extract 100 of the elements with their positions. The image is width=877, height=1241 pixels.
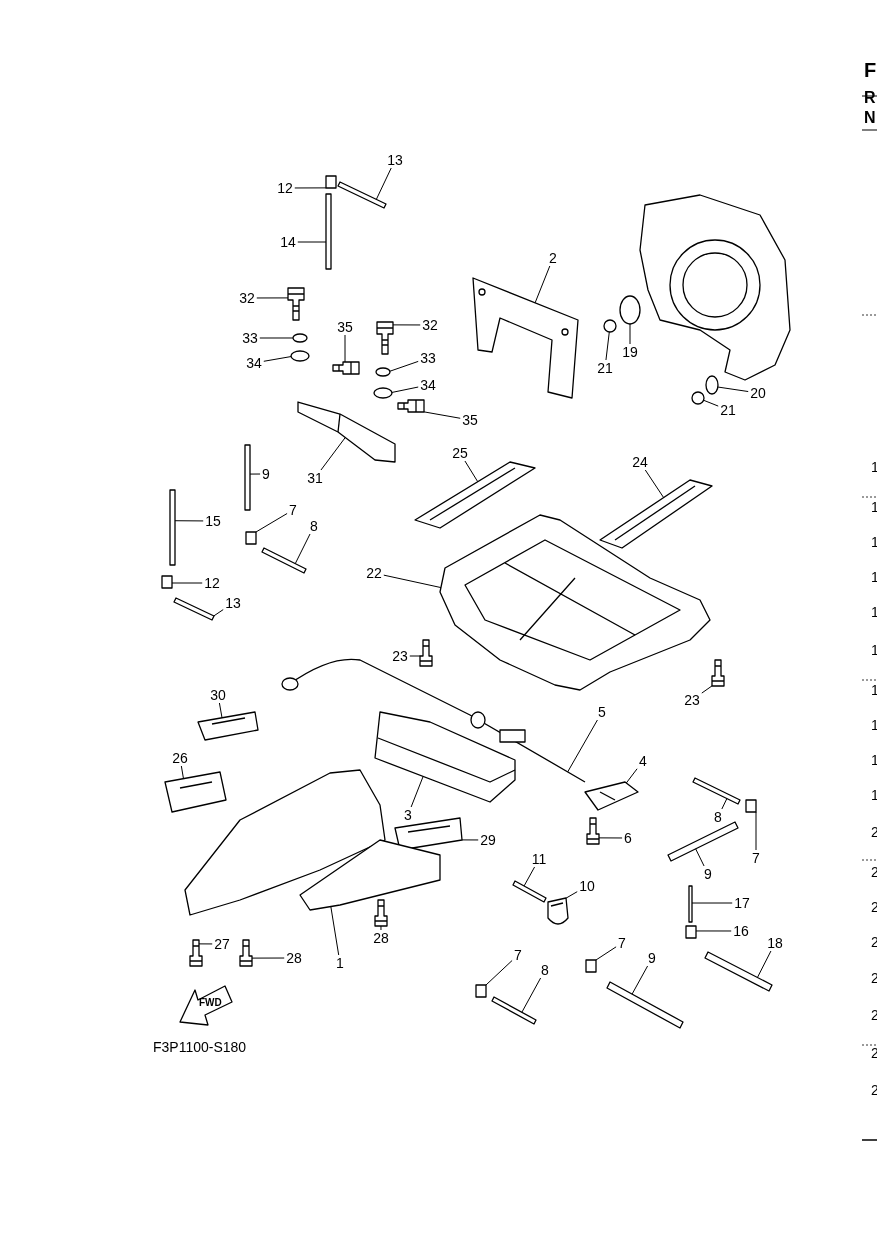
leader-line <box>171 582 203 584</box>
cable-tie <box>606 981 684 1029</box>
leader-line <box>701 685 713 694</box>
callout-number: 34 <box>420 378 436 392</box>
cable-clip <box>325 175 337 189</box>
direction-label: FWD <box>199 998 222 1008</box>
cable-tie <box>169 489 176 566</box>
callout-number: 7 <box>514 948 522 962</box>
leader-line <box>464 460 479 483</box>
callout-number: 29 <box>480 833 496 847</box>
leader-line <box>631 965 649 995</box>
callout-number: 12 <box>277 181 293 195</box>
callout-number: 8 <box>541 963 549 977</box>
callout-number: 8 <box>714 810 722 824</box>
grommet <box>619 295 641 325</box>
leader-line <box>294 187 327 189</box>
leader-line <box>721 798 728 810</box>
rail <box>599 479 713 549</box>
callout-number: 2 <box>549 251 557 265</box>
callout-number: 9 <box>648 951 656 965</box>
cable-clip <box>475 984 487 998</box>
bolt <box>189 939 203 967</box>
washer <box>290 350 310 362</box>
pad <box>374 711 516 803</box>
cable-clip <box>245 531 257 545</box>
bolt <box>586 817 600 845</box>
callout-number: 31 <box>307 471 323 485</box>
washer <box>292 333 308 343</box>
leader-line <box>256 297 289 299</box>
bracket <box>297 401 396 463</box>
callout-number: 33 <box>242 331 258 345</box>
callout-number: 28 <box>286 951 302 965</box>
callout-number: 9 <box>704 867 712 881</box>
leader-line <box>409 655 421 657</box>
leader-line <box>703 399 719 407</box>
callout-number: 13 <box>387 153 403 167</box>
cable-tie <box>704 951 773 992</box>
callout-number: 8 <box>310 519 318 533</box>
cable-tie <box>667 821 739 862</box>
callout-number: 9 <box>262 467 270 481</box>
callout-number: 27 <box>214 937 230 951</box>
leader-line <box>485 960 513 986</box>
callout-number: 21 <box>597 361 613 375</box>
callout-number: 6 <box>624 831 632 845</box>
nut <box>691 391 705 405</box>
callout-number: 22 <box>366 566 382 580</box>
cable-clip <box>585 959 597 973</box>
callout-number: 35 <box>462 413 478 427</box>
callout-number: 12 <box>204 576 220 590</box>
callout-number: 14 <box>280 235 296 249</box>
cable-tie <box>244 444 251 511</box>
callout-number: 34 <box>246 356 262 370</box>
leader-line <box>629 323 631 345</box>
leader-line <box>320 437 346 471</box>
callout-number: 30 <box>210 688 226 702</box>
leader-line <box>255 513 288 533</box>
leader-line <box>717 386 749 393</box>
callout-number: 1 <box>336 956 344 970</box>
callout-number: 3 <box>404 808 412 822</box>
bolt <box>376 321 394 355</box>
callout-number: 7 <box>618 936 626 950</box>
callout-number: 11 <box>531 852 547 866</box>
washer <box>375 367 391 377</box>
callout-number: 28 <box>373 931 389 945</box>
leader-line <box>389 360 419 372</box>
mount <box>164 771 227 813</box>
leader-line <box>380 925 382 931</box>
bracket-plate <box>472 277 579 399</box>
pin <box>337 181 387 209</box>
cable-tie <box>325 193 332 270</box>
cable-holder <box>584 781 639 811</box>
callout-number: 7 <box>752 851 760 865</box>
pin <box>512 880 547 903</box>
drawing-code: F3P1100-S180 <box>153 1040 247 1054</box>
leader-line <box>644 469 665 499</box>
pin <box>261 547 307 574</box>
leader-line <box>259 337 294 339</box>
leader-line <box>756 950 772 978</box>
leader-line <box>695 848 705 867</box>
leader-line <box>598 837 623 839</box>
bolt <box>419 639 433 667</box>
callout-number: 13 <box>225 596 241 610</box>
callout-number: 7 <box>289 503 297 517</box>
leader-line <box>392 324 421 326</box>
callout-number: 21 <box>720 403 736 417</box>
leader-line <box>755 811 757 851</box>
leader-line <box>249 473 261 475</box>
callout-number: 35 <box>337 320 353 334</box>
callout-number: 23 <box>684 693 700 707</box>
callout-number: 19 <box>622 345 638 359</box>
bolt <box>711 659 725 687</box>
leader-line <box>595 946 617 961</box>
leader-line <box>330 906 340 956</box>
leader-line <box>695 930 732 932</box>
leader-line <box>263 356 292 362</box>
callout-number: 25 <box>452 446 468 460</box>
callout-number: 16 <box>733 924 749 938</box>
leader-line <box>344 334 346 363</box>
rail <box>414 461 536 529</box>
bolt <box>397 399 425 413</box>
